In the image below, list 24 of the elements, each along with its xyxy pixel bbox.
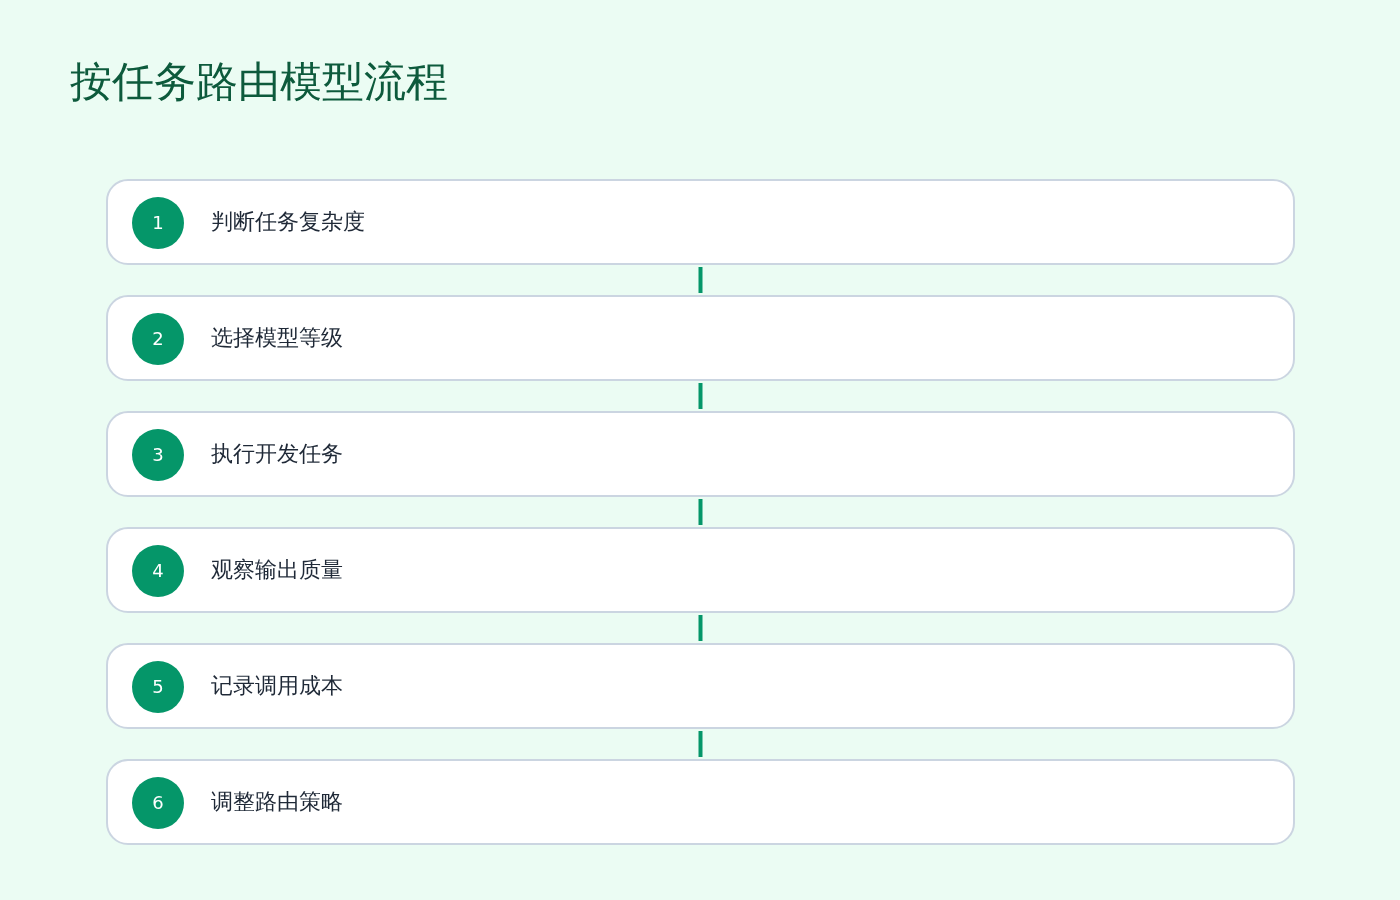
step-label: 执行开发任务 <box>211 440 343 468</box>
connector-line <box>698 731 703 757</box>
step-box <box>106 411 1295 497</box>
step-label: 调整路由策略 <box>211 788 343 816</box>
step-box <box>106 643 1295 729</box>
step-number: 1 <box>132 197 184 249</box>
step-number: 3 <box>132 429 184 481</box>
connector-line <box>698 383 703 409</box>
step-label: 判断任务复杂度 <box>211 208 365 236</box>
connector-line <box>698 267 703 293</box>
connector-line <box>698 615 703 641</box>
step-label: 选择模型等级 <box>211 324 343 352</box>
step-label: 记录调用成本 <box>211 672 343 700</box>
step-number: 5 <box>132 661 184 713</box>
step-number: 4 <box>132 545 184 597</box>
step-box <box>106 295 1295 381</box>
step-number: 6 <box>132 777 184 829</box>
step-number: 2 <box>132 313 184 365</box>
step-label: 观察输出质量 <box>211 556 343 584</box>
connector-line <box>698 499 703 525</box>
step-box <box>106 179 1295 265</box>
step-box <box>106 759 1295 845</box>
diagram-title: 按任务路由模型流程 <box>70 56 448 108</box>
step-box <box>106 527 1295 613</box>
